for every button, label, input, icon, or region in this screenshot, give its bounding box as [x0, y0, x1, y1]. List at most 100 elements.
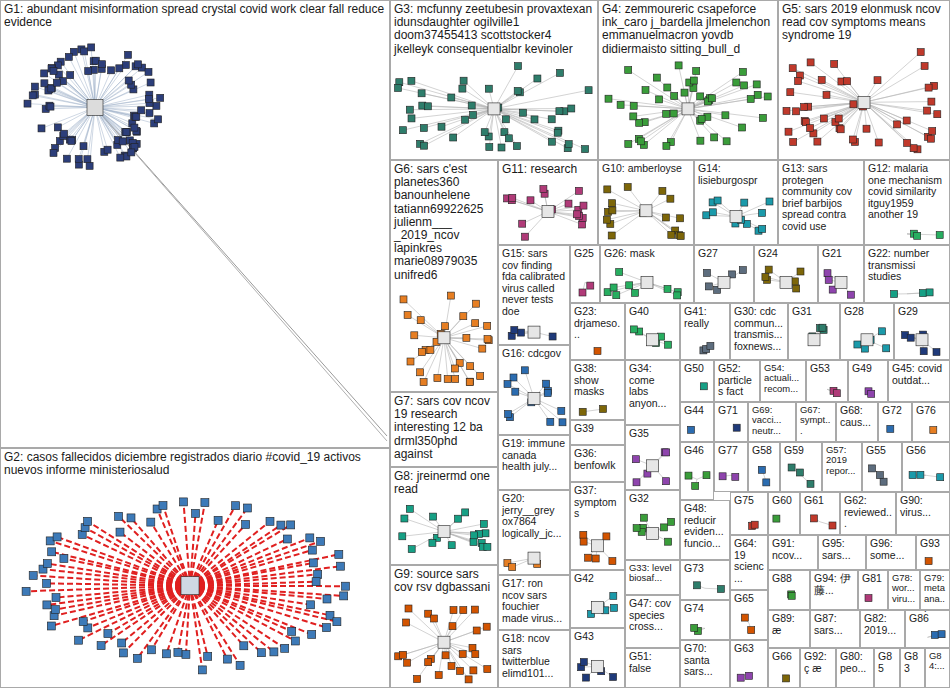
- group-box: G49: [848, 360, 888, 402]
- group-label: G80: peo...: [837, 649, 873, 676]
- vertex-icon: [148, 646, 156, 654]
- vertex-icon: [448, 94, 455, 101]
- vertex-icon: [934, 111, 941, 118]
- group-label: G47: cov species cross...: [626, 596, 679, 635]
- group-box: G6: sars c'est planetes360 banounhelene …: [390, 160, 498, 392]
- group-label: G82: 2019...: [861, 611, 904, 638]
- vertex-icon: [694, 582, 701, 589]
- vertex-icon: [99, 61, 106, 68]
- vertex-link: [442, 109, 495, 127]
- vertex-icon: [31, 83, 38, 90]
- group-box: G32: [625, 490, 680, 560]
- group-box: G15: sars cov finding fda calibrated vir…: [498, 245, 570, 345]
- group-label: G13: sars protegen community cov brief b…: [779, 161, 863, 234]
- group-label: G95: sars...: [819, 536, 865, 563]
- group-label: G36: benfowlk: [571, 446, 624, 473]
- group-label: G87: sars...: [811, 611, 859, 638]
- vertex-icon: [132, 113, 139, 120]
- group-box: G78: wor... viru...: [888, 570, 920, 610]
- group-label: G15: sars cov finding fda calibrated vir…: [499, 246, 569, 319]
- group-label: G23: drjameso...: [571, 304, 624, 343]
- vertex-icon: [592, 601, 604, 613]
- vertex-icon: [407, 358, 414, 365]
- vertex-icon: [67, 72, 74, 79]
- vertex-icon: [97, 642, 105, 650]
- vertex-icon: [48, 548, 56, 556]
- vertex-icon: [482, 530, 489, 537]
- vertex-icon: [807, 125, 814, 132]
- vertex-icon: [24, 100, 31, 107]
- vertex-icon: [531, 116, 538, 123]
- vertex-icon: [87, 99, 103, 115]
- group-box: G69: vacci... neutr...: [748, 402, 796, 442]
- vertex-icon: [307, 601, 315, 609]
- vertex-icon: [549, 333, 556, 340]
- vertex-icon: [470, 539, 477, 546]
- vertex-icon: [79, 618, 87, 626]
- vertex-icon: [558, 407, 565, 414]
- vertex-icon: [435, 672, 442, 679]
- vertex-icon: [457, 667, 464, 674]
- vertex-icon: [182, 650, 190, 658]
- vertex-icon: [335, 550, 343, 558]
- vertex-icon: [642, 87, 649, 94]
- group-box: G1: abundant misinformation spread cryst…: [0, 0, 390, 448]
- group-box: G18: ncov sars twitterblue elimd101...: [498, 630, 570, 688]
- vertex-icon: [604, 186, 611, 193]
- vertex-icon: [447, 292, 454, 299]
- vertex-icon: [909, 472, 916, 479]
- group-label: G69: vacci... neutr...: [749, 403, 795, 438]
- group-label: G29: [895, 304, 949, 320]
- vertex-icon: [266, 517, 274, 525]
- vertex-icon: [434, 375, 441, 382]
- vertex-icon: [54, 124, 61, 131]
- vertex-icon: [610, 674, 617, 681]
- vertex-icon: [854, 341, 861, 348]
- vertex-icon: [746, 672, 753, 679]
- group-label: G35: [626, 426, 679, 442]
- group-label: G42: [571, 571, 624, 587]
- vertex-link: [190, 586, 208, 657]
- group-label: G56: [903, 443, 949, 459]
- vertex-link: [95, 107, 387, 441]
- vertex-icon: [703, 472, 710, 479]
- vertex-icon: [823, 91, 830, 98]
- group-label: G49: [849, 361, 887, 377]
- vertex-icon: [540, 186, 547, 193]
- vertex-icon: [65, 53, 72, 60]
- vertex-icon: [587, 282, 594, 289]
- vertex-icon: [53, 79, 60, 86]
- vertex-icon: [510, 374, 517, 381]
- vertex-icon: [693, 68, 700, 75]
- vertex-icon: [232, 502, 240, 510]
- vertex-icon: [481, 129, 488, 136]
- vertex-icon: [748, 627, 755, 634]
- vertex-icon: [791, 278, 798, 285]
- vertex-icon: [277, 521, 285, 529]
- vertex-icon: [308, 630, 316, 638]
- vertex-icon: [554, 129, 561, 136]
- vertex-link: [190, 586, 295, 641]
- vertex-link: [51, 586, 190, 626]
- vertex-link: [688, 83, 736, 109]
- vertex-icon: [85, 68, 92, 75]
- vertex-icon: [640, 205, 652, 217]
- vertex-icon: [69, 137, 76, 144]
- vertex-icon: [450, 134, 457, 141]
- vertex-icon: [118, 639, 126, 647]
- group-label: G32: [626, 491, 679, 507]
- vertex-link: [444, 338, 470, 382]
- vertex-icon: [314, 570, 322, 578]
- vertex-icon: [766, 198, 773, 205]
- vertex-link: [190, 538, 310, 586]
- group-label: G55: [863, 443, 901, 459]
- group-box: G96: some...: [866, 535, 916, 570]
- vertex-icon: [630, 102, 637, 109]
- vertex-link: [800, 76, 864, 103]
- vertex-icon: [88, 44, 95, 51]
- vertex-icon: [613, 292, 620, 299]
- group-box: G39: [570, 420, 625, 445]
- vertex-link: [411, 81, 494, 109]
- vertex-icon: [444, 376, 451, 383]
- vertex-icon: [408, 115, 415, 122]
